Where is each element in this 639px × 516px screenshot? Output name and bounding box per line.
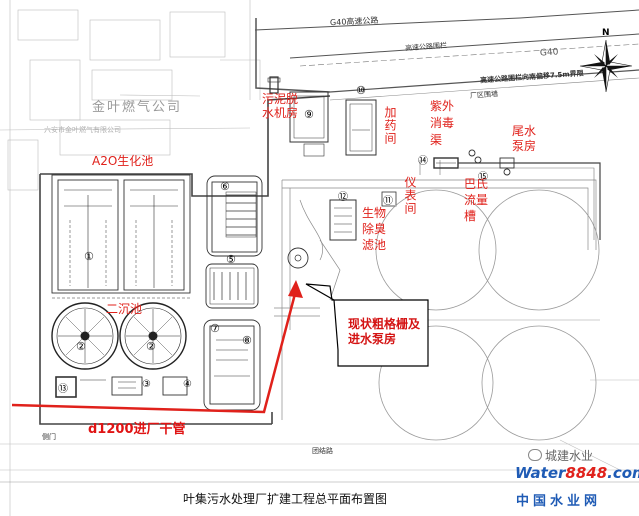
brand-domain: .com	[607, 464, 639, 482]
unit-1: ①	[84, 250, 94, 263]
unit-7: ⑦	[210, 322, 220, 335]
label-parshall: 巴氏流量槽	[464, 177, 489, 223]
unit-11: ⑪	[383, 196, 393, 207]
bio-filter-building	[329, 191, 397, 241]
internal-roads	[274, 160, 597, 420]
brand-water: Water	[515, 464, 566, 482]
label-dosing-room: 加药间	[383, 106, 397, 145]
unit-12: ⑫	[338, 192, 348, 203]
label-a2o: A2O生化池	[92, 154, 154, 168]
figure-caption: 叶集污水处理厂扩建工程总平面布置图	[183, 492, 388, 506]
unit-9: ⑨	[304, 108, 314, 121]
wechat-account-name: 城建水业	[545, 449, 594, 463]
secondary-clarifiers	[51, 302, 187, 370]
compass-north-label: N	[602, 28, 610, 38]
unit-5: ⑤	[226, 253, 236, 266]
label-instrument-room: 仪表间	[403, 176, 417, 215]
intake-marker	[287, 247, 309, 269]
label-pipe-d1200: d1200进厂干管	[88, 422, 186, 437]
unit-3: ③	[142, 379, 151, 390]
label-side-gate: 侧门	[42, 433, 56, 441]
middle-process-buildings	[203, 175, 263, 411]
label-road: 团结路	[312, 447, 333, 455]
unit-10: ⑩	[356, 84, 366, 97]
east-equipment	[433, 149, 601, 240]
unit-2-a: ②	[76, 340, 86, 353]
brand-number: 8848	[565, 464, 608, 482]
label-uv-channel: 紫外消毒渠	[430, 99, 455, 147]
north-compass	[579, 39, 633, 93]
label-bio-filter: 生物除臭滤池	[362, 206, 387, 252]
label-clarifier: 二沉池	[106, 302, 143, 316]
unit-4: ④	[183, 379, 192, 390]
unit-13: ⑬	[58, 384, 68, 395]
neighbor-company-name-small: 六安市金叶燃气有限公司	[44, 126, 121, 134]
neighbor-company-name: 金叶燃气公司	[92, 100, 183, 115]
callout-intake-pump: 现状粗格栅及进水泵房	[348, 317, 421, 346]
label-sludge-room: 污泥脱水机房	[262, 92, 299, 120]
callout-box	[305, 283, 429, 367]
unit-14: ⑭	[418, 156, 428, 167]
plant-boundary-label: 厂区围墙	[469, 90, 499, 100]
plant-boundary	[39, 95, 331, 425]
highway-route-label: G40	[539, 47, 559, 59]
unit-6: ⑥	[220, 180, 230, 193]
a2o-tank	[51, 174, 191, 299]
north-buildings	[267, 76, 377, 157]
brand-site-name: 中国水业网	[516, 494, 602, 509]
incoming-pipe-d1200	[11, 280, 303, 414]
small-buildings-southwest	[55, 376, 188, 398]
label-tail-pump: 尾水泵房	[512, 124, 537, 153]
wechat-icon	[528, 449, 542, 461]
highway-g40	[254, 9, 639, 101]
wechat-watermark: 城建水业	[528, 447, 593, 464]
unit-8: ⑧	[242, 334, 252, 347]
unit-2-b: ②	[146, 340, 156, 353]
brand-logo-text: Water8848.com	[515, 464, 639, 482]
unit-15: ⑮	[478, 172, 488, 183]
